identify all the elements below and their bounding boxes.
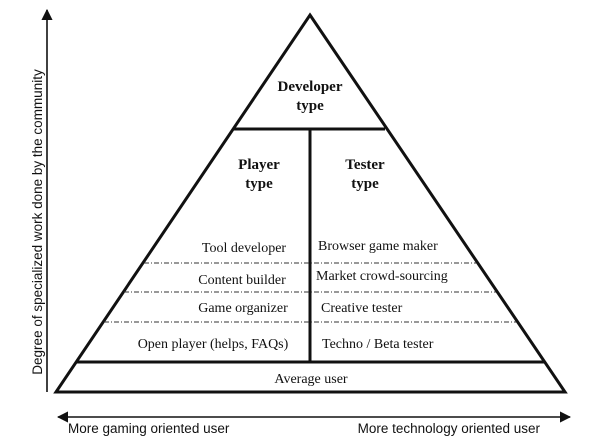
tester-type-label-line2: type: [351, 176, 379, 192]
left-row-label: Game organizer: [198, 301, 288, 316]
developer-type-label-line1: Developer: [278, 79, 343, 95]
left-row-label: Open player (helps, FAQs): [138, 337, 289, 352]
vertical-axis-label: Degree of specialized work done by the c…: [30, 69, 45, 375]
tester-type-label-line1: Tester: [345, 157, 385, 173]
average-user-label: Average user: [274, 372, 348, 387]
left-row-label: Content builder: [198, 273, 286, 288]
right-row-label: Creative tester: [321, 301, 403, 316]
right-row-label: Market crowd-sourcing: [316, 269, 448, 284]
developer-type-label-line2: type: [296, 98, 324, 114]
player-type-label-line1: Player: [238, 157, 280, 173]
left-row-label: Tool developer: [202, 241, 286, 256]
right-row-label: Browser game maker: [318, 239, 438, 254]
player-type-label-line2: type: [245, 176, 273, 192]
left-axis-label: More gaming oriented user: [68, 421, 230, 436]
right-row-label: Techno / Beta tester: [322, 337, 434, 352]
right-axis-label: More technology oriented user: [358, 421, 541, 436]
